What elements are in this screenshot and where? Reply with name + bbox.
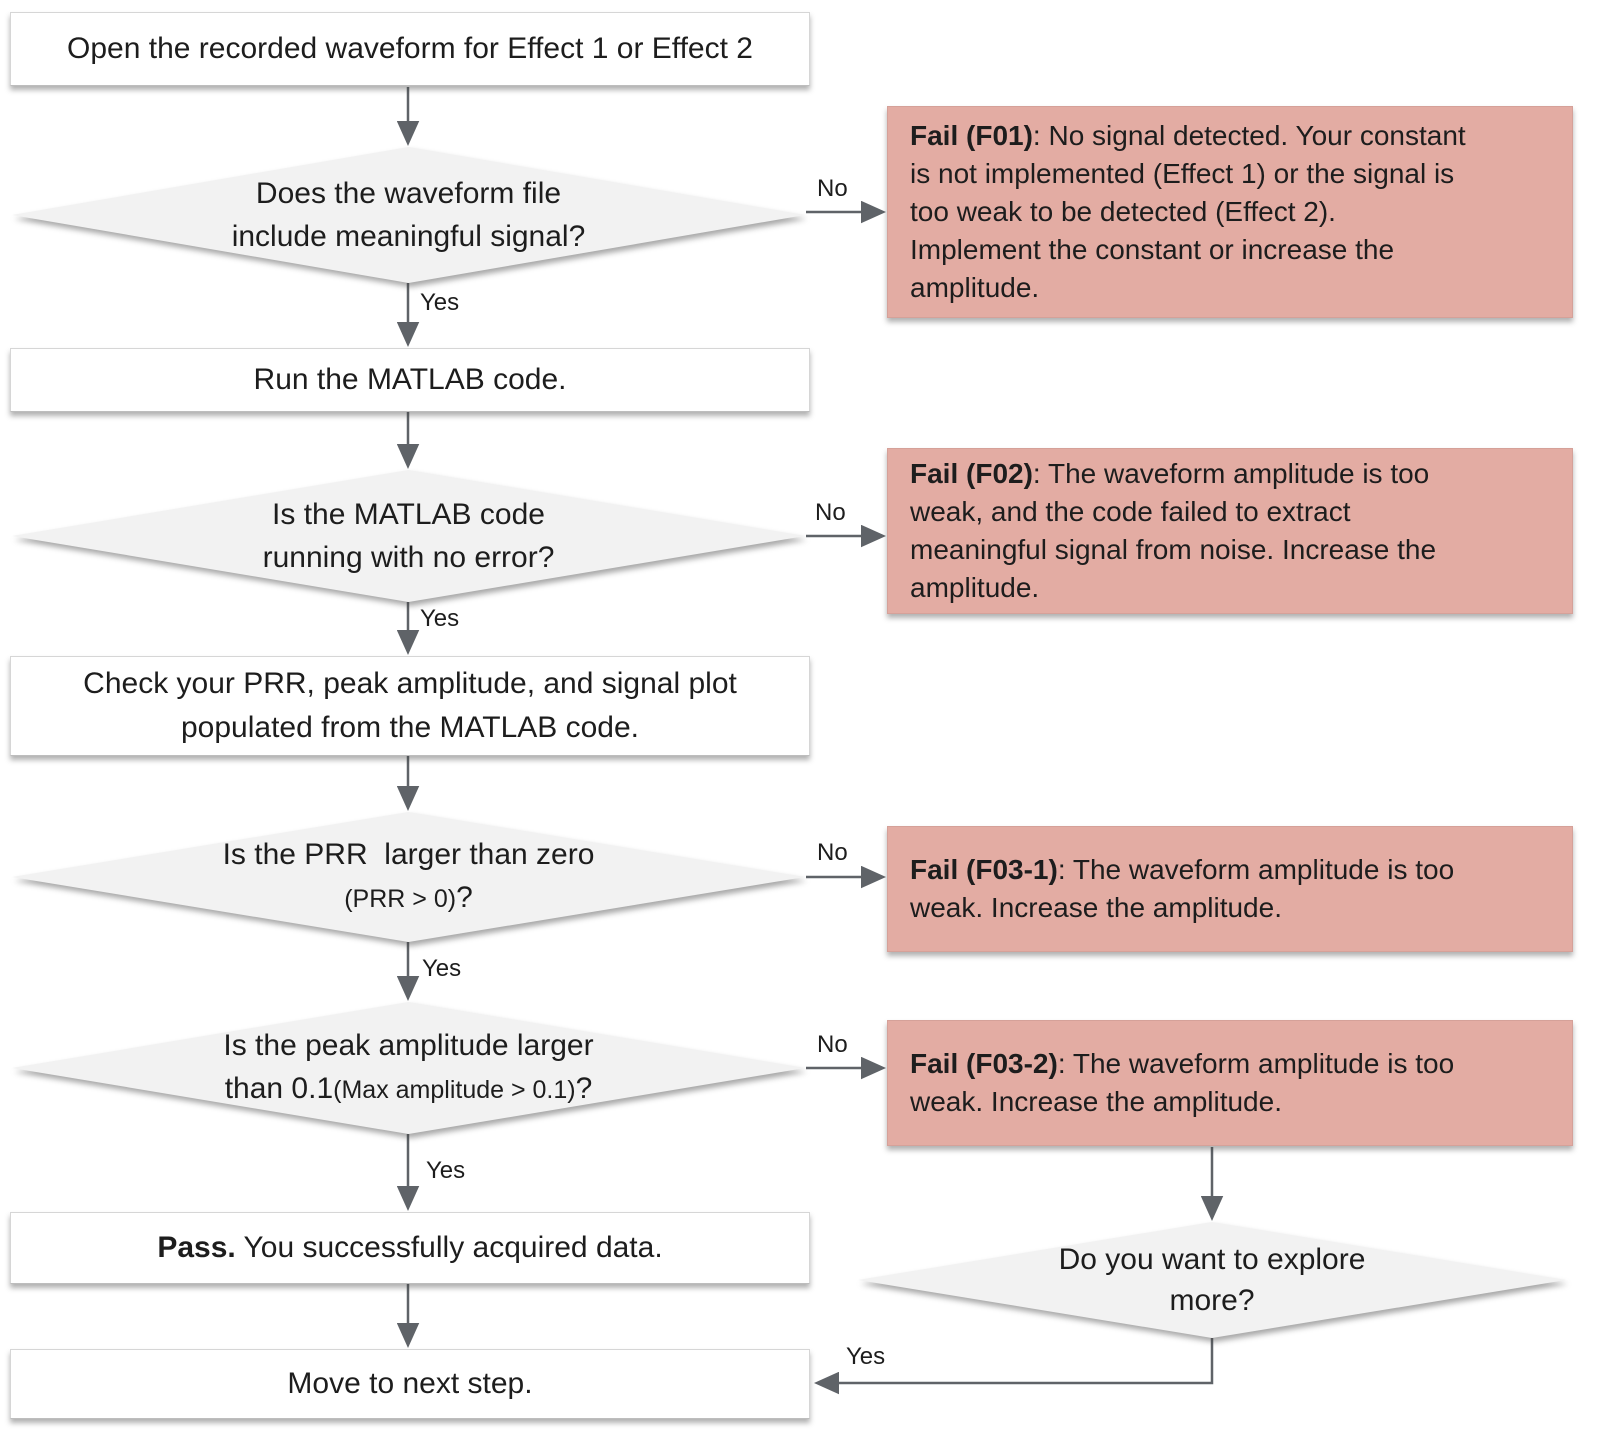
edge-label-no-signal: No: [817, 175, 848, 202]
node-fail-f01: Fail (F01): No signal detected. Your con…: [887, 106, 1573, 318]
edge-label-no-error: No: [815, 499, 846, 526]
pass-label: Pass.: [157, 1231, 236, 1264]
edge-label-yes-prr: Yes: [422, 955, 462, 982]
decision-amplitude-line2: than 0.1: [224, 1072, 334, 1105]
fail-f01-text: : No signal detected. Your constant is n…: [910, 120, 1466, 303]
node-fail-f03-2: Fail (F03-2): The waveform amplitude is …: [887, 1020, 1573, 1146]
node-decision-amplitude: Is the peak amplitude larger than 0.1(Ma…: [12, 1002, 805, 1134]
decision-amplitude-condition: (Max amplitude > 0.1): [333, 1076, 576, 1104]
node-decision-explore: Do you want to explore more?: [858, 1222, 1566, 1338]
decision-error-line1: Is the MATLAB code: [272, 498, 545, 531]
edge-label-yes-error: Yes: [420, 605, 460, 632]
node-run-matlab: Run the MATLAB code.: [10, 348, 810, 412]
fail-f02-label: Fail (F02): [910, 458, 1033, 489]
decision-amplitude-line1: Is the peak amplitude larger: [223, 1029, 594, 1062]
decision-signal-line2: include meaningful signal?: [231, 220, 586, 253]
edge-label-yes-amp: Yes: [426, 1157, 466, 1184]
node-pass: Pass. You successfully acquired data.: [10, 1212, 810, 1284]
node-open-waveform-label: Open the recorded waveform for Effect 1 …: [67, 32, 753, 65]
node-run-matlab-label: Run the MATLAB code.: [253, 363, 567, 396]
decision-prr-line1: Is the PRR larger than zero: [222, 838, 595, 871]
node-move-next: Move to next step.: [10, 1349, 810, 1419]
decision-explore-line2: more?: [1169, 1284, 1255, 1317]
pass-text: You successfully acquired data.: [235, 1231, 663, 1264]
edge-label-yes-signal: Yes: [420, 289, 460, 316]
node-fail-f03-1: Fail (F03-1): The waveform amplitude is …: [887, 826, 1573, 952]
edge-label-no-amp: No: [817, 1031, 848, 1058]
fail-f01-label: Fail (F01): [910, 120, 1033, 151]
fail-f03-2-label: Fail (F03-2): [910, 1048, 1058, 1079]
fail-f03-1-label: Fail (F03-1): [910, 854, 1058, 885]
decision-explore-line1: Do you want to explore: [1058, 1243, 1366, 1276]
node-decision-prr: Is the PRR larger than zero (PRR > 0)?: [12, 812, 805, 942]
fail-f03-2-text: : The waveform amplitude is too weak. In…: [910, 1048, 1455, 1117]
fail-f02-text: : The waveform amplitude is too weak, an…: [910, 458, 1437, 603]
decision-error-line2: running with no error?: [262, 541, 555, 574]
node-decision-signal: Does the waveform file include meaningfu…: [12, 147, 805, 283]
node-move-next-label: Move to next step.: [287, 1367, 533, 1400]
decision-signal-line1: Does the waveform file: [255, 177, 562, 210]
decision-prr-condition: (PRR > 0): [344, 885, 457, 913]
node-check-outputs-line1: Check your PRR, peak amplitude, and sign…: [83, 667, 737, 700]
node-fail-f02: Fail (F02): The waveform amplitude is to…: [887, 448, 1573, 614]
node-decision-error: Is the MATLAB code running with no error…: [12, 470, 805, 602]
node-open-waveform: Open the recorded waveform for Effect 1 …: [10, 12, 810, 86]
edge-label-no-prr: No: [817, 839, 848, 866]
decision-amplitude-qmark: ?: [575, 1072, 593, 1105]
decision-prr-qmark: ?: [456, 881, 473, 914]
node-check-outputs: Check your PRR, peak amplitude, and sign…: [10, 656, 810, 756]
node-check-outputs-line2: populated from the MATLAB code.: [180, 711, 640, 744]
fail-f03-1-text: : The waveform amplitude is too weak. In…: [910, 854, 1455, 923]
edge-label-yes-explore: Yes: [846, 1343, 886, 1370]
